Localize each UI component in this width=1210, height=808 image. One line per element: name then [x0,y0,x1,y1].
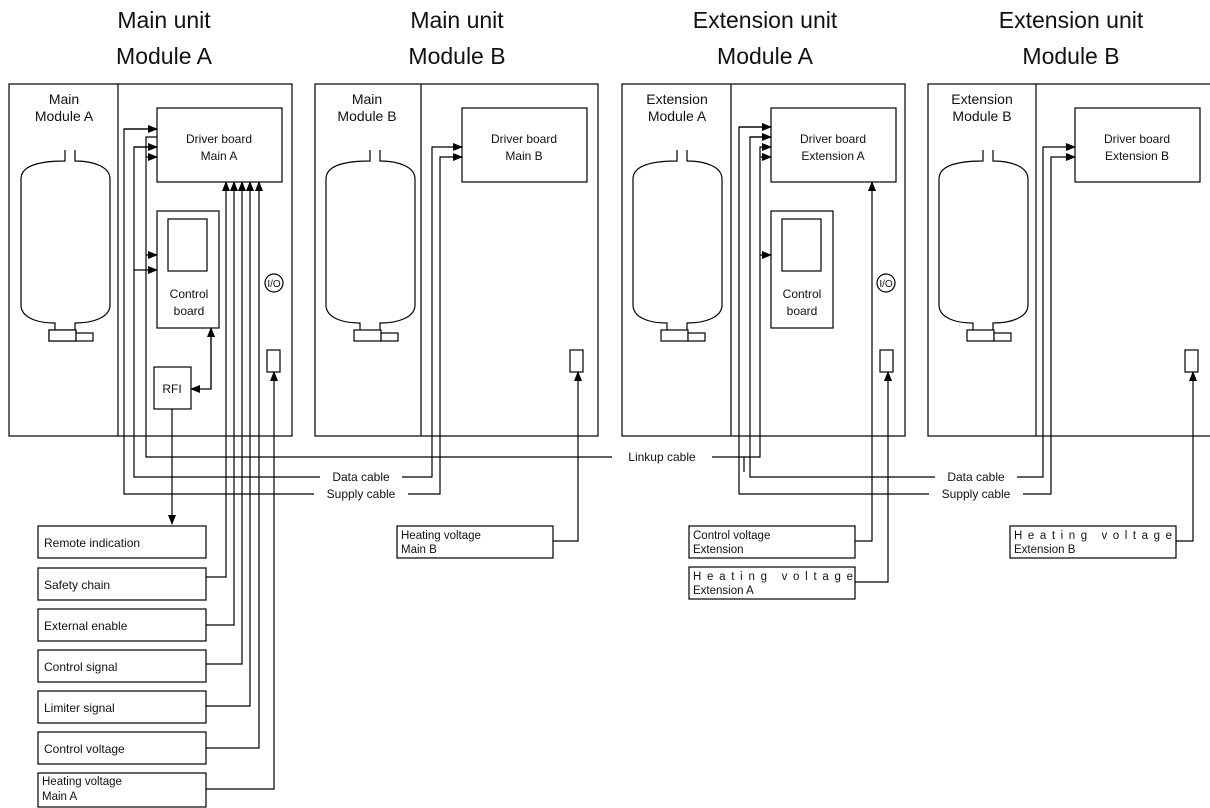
unit-main-a: Main Module A Driver board Main A Contro… [8,83,293,437]
control-voltage-ext-line2: Extension [693,544,744,556]
control-board-line1: Control [170,287,209,301]
signal-box-label: Limiter signal [44,701,115,715]
driver-board [1074,107,1201,183]
unit-title-line2: Module A [116,43,213,69]
rfi-label: RFI [162,382,181,396]
control-board-line2: board [174,304,205,318]
unit-title-line1: Main unit [410,7,504,33]
unit-ext-b: Extension Module B Driver board Extensio… [927,83,1210,437]
control-display-icon [781,218,822,272]
module-label-line1: Main [49,91,79,107]
unit-title-ext-b: Extension unit Module B [999,7,1144,69]
driver-board-line1: Driver board [800,132,866,146]
signal-box-label: Control signal [44,660,117,674]
driver-board-line2: Main A [201,149,238,163]
unit-title-line1: Extension unit [999,7,1144,33]
terminal-block [266,349,281,373]
driver-board-line2: Extension A [801,149,864,163]
unit-title-line1: Extension unit [693,7,838,33]
io-switch-icon [264,273,284,293]
wiring-extension [738,123,1197,583]
io-label: I/O [879,279,893,290]
io-switch-icon [876,273,896,293]
cylinder-icon [20,150,111,342]
terminal-block [1184,349,1199,373]
cable-labels: Linkup cable Data cable Supply cable Dat… [314,449,1023,502]
module-label-line2: Module A [35,108,94,124]
module-label-line2: Module A [648,108,707,124]
signal-box-label: Safety chain [44,578,110,592]
driver-board-line2: Extension B [1105,149,1169,163]
cylinder-icon [632,150,723,342]
unit-title-main-b: Main unit Module B [408,7,505,69]
control-display-icon [167,218,208,272]
heating-ext-a-line2: Extension A [693,585,754,597]
signal-box [37,567,207,601]
voltage-box [688,525,856,559]
control-board-line2: board [787,304,818,318]
unit-title-line2: Module B [408,43,505,69]
signal-box-label: External enable [44,619,128,633]
module-label-line1: Extension [951,91,1012,107]
signal-box [37,731,207,765]
unit-title-line1: Main unit [117,7,211,33]
heating-main-a-line1: Heating voltage [42,776,122,788]
signal-box [37,690,207,724]
driver-board-line1: Driver board [1104,132,1170,146]
module-label-line1: Extension [646,91,707,107]
heating-main-a-line2: Main A [42,791,77,803]
heating-ext-b-line2: Extension B [1014,544,1076,556]
linkup-cable-line [145,136,745,472]
heating-main-b-line1: Heating voltage [401,530,481,542]
unit-ext-a: Extension Module A Driver board Extensio… [621,83,906,437]
heating-main-b-line2: Main B [401,544,437,556]
data-cable-label: Data cable [947,470,1005,484]
signal-box [37,649,207,683]
wiring-main [123,125,745,790]
signal-box [37,608,207,642]
signal-box-label: Remote indication [44,536,140,550]
terminal-block [879,349,894,373]
heating-ext-b-line1: Heating voltage [1014,530,1172,542]
voltage-box-list: Heating voltage Main B Control voltage E… [396,525,1177,600]
driver-board [156,107,283,183]
unit-title-main-a: Main unit Module A [116,7,213,69]
signal-box [37,525,207,559]
control-voltage-ext-line1: Control voltage [693,530,770,542]
driver-board [461,107,588,183]
cylinder-icon [325,150,416,342]
signal-box-label: Control voltage [44,742,125,756]
unit-main-b: Main Module B Driver board Main B [314,83,599,437]
module-label-line2: Module B [952,108,1011,124]
unit-title-ext-a: Extension unit Module A [693,7,838,69]
unit-title-line2: Module B [1022,43,1119,69]
driver-board [770,107,897,183]
driver-board-line2: Main B [505,149,542,163]
unit-title-line2: Module A [717,43,814,69]
voltage-box [688,566,856,600]
voltage-box [396,525,554,559]
supply-cable-label: Supply cable [327,487,396,501]
heating-ext-a-line1: Heating voltage [693,571,853,583]
control-board-line1: Control [783,287,822,301]
signal-box [37,772,207,808]
module-label-line1: Main [352,91,382,107]
supply-cable-label: Supply cable [942,487,1011,501]
cylinder-icon [938,150,1029,342]
data-cable-label: Data cable [332,470,390,484]
linkup-cable-label: Linkup cable [628,450,696,464]
io-label: I/O [267,279,281,290]
voltage-box [1009,525,1177,559]
terminal-block [569,349,584,373]
driver-board-line1: Driver board [186,132,252,146]
signal-box-list: Remote indication Safety chain External … [37,525,207,808]
driver-board-line1: Driver board [491,132,557,146]
module-label-line2: Module B [337,108,396,124]
